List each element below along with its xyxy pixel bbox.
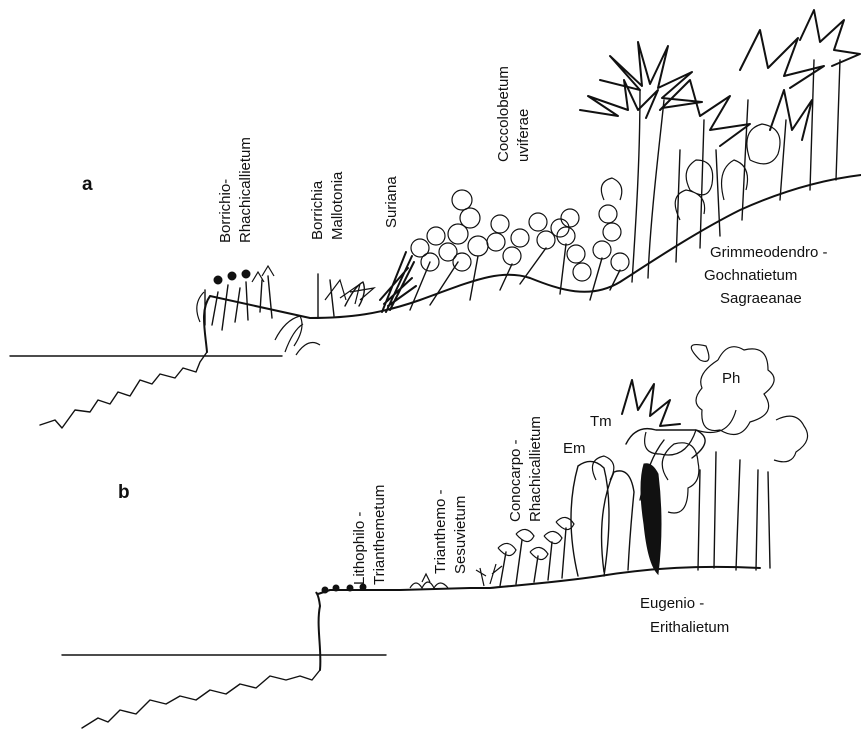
panel-a-rock-profile: [40, 352, 207, 428]
marker-ph: Ph: [722, 370, 740, 387]
marker-em: Em: [563, 440, 586, 457]
label-eugenio: Eugenio - Erithalietum: [640, 595, 729, 636]
panel-a: a: [10, 10, 861, 428]
label-suriana: Suriana: [383, 176, 400, 228]
panel-a-forest-canopy: [580, 10, 860, 282]
panel-b-label: b: [118, 482, 130, 503]
panel-a-borrichia-shrubs: [318, 274, 374, 318]
label-conocarpo: Conocarpo - Rhachicallietum: [507, 416, 544, 522]
label-borrichio: Borrichio- Rhachicallietum: [217, 137, 254, 243]
label-grimmeodendro: Grimmeodendro - Gochnatietum Sagraeanae: [704, 244, 832, 307]
panel-a-borrichio-shrubs: [197, 266, 320, 355]
panel-b-rock-profile: [82, 670, 320, 728]
panel-b: b Lithophilo -: [62, 345, 808, 728]
panel-a-labels: Borrichio- Rhachicallietum Borrichia Mal…: [217, 62, 832, 307]
panel-b-conocarpo-shrubs: [498, 517, 574, 586]
panel-b-labels: Lithophilo - Trianthemetum Trianthemo - …: [351, 370, 740, 636]
label-lithophilo: Lithophilo - Trianthemetum: [351, 485, 388, 585]
label-trianthemo: Trianthemo - Sesuvietum: [432, 485, 469, 574]
panel-a-label: a: [82, 174, 93, 195]
label-borrichia: Borrichia Mallotonia: [309, 171, 346, 240]
panel-b-forest: [571, 345, 808, 576]
marker-tm: Tm: [590, 413, 612, 430]
label-coccolobetum: Coccolobetum uviferae: [495, 62, 532, 162]
